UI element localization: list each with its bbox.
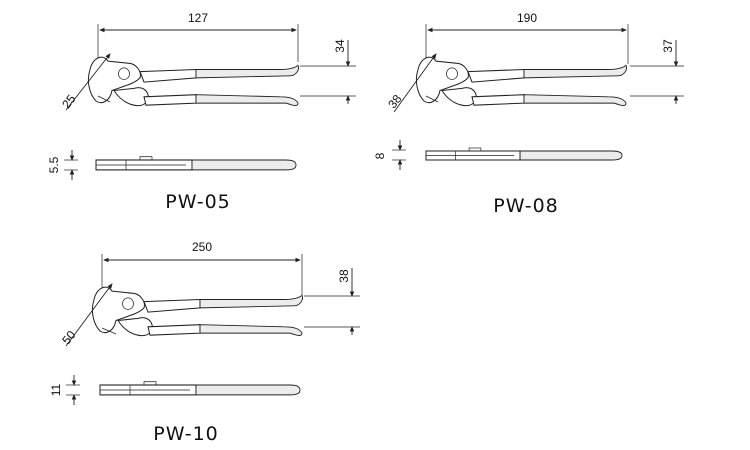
jaw-capacity-line: [393, 53, 437, 113]
length-label: 190: [517, 11, 537, 25]
length-label: 250: [192, 240, 212, 254]
length-label: 127: [188, 11, 208, 25]
model-pw-05: 127 34 25 5.5 PW-05: [47, 11, 356, 213]
jaw-capacity-label: 38: [385, 92, 404, 111]
model-name: PW-08: [493, 195, 559, 217]
model-pw-10: 250 38 50 11 PW-10: [49, 240, 360, 445]
model-pw-08: 190 37 38 8 PW-08: [373, 11, 684, 217]
thickness-label: 5.5: [47, 156, 61, 173]
jaw-capacity-label: 25: [59, 92, 78, 111]
model-name: PW-05: [165, 191, 231, 213]
plier-side-view: [87, 56, 300, 107]
opening-label: 38: [337, 269, 351, 283]
plier-side-view: [415, 56, 628, 107]
thickness-label: 8: [373, 152, 387, 159]
thickness-label: 11: [49, 383, 63, 396]
jaw-capacity-label: 50: [59, 328, 78, 347]
jaw-capacity-line: [65, 283, 113, 347]
jaw-capacity-line: [65, 53, 111, 111]
plier-side-view: [91, 286, 304, 337]
opening-label: 37: [661, 39, 675, 53]
model-name: PW-10: [153, 423, 219, 445]
plier-edge-view: [425, 147, 623, 161]
plier-edge-view: [99, 381, 301, 396]
plier-edge-view: [95, 156, 297, 171]
opening-label: 34: [333, 39, 347, 53]
